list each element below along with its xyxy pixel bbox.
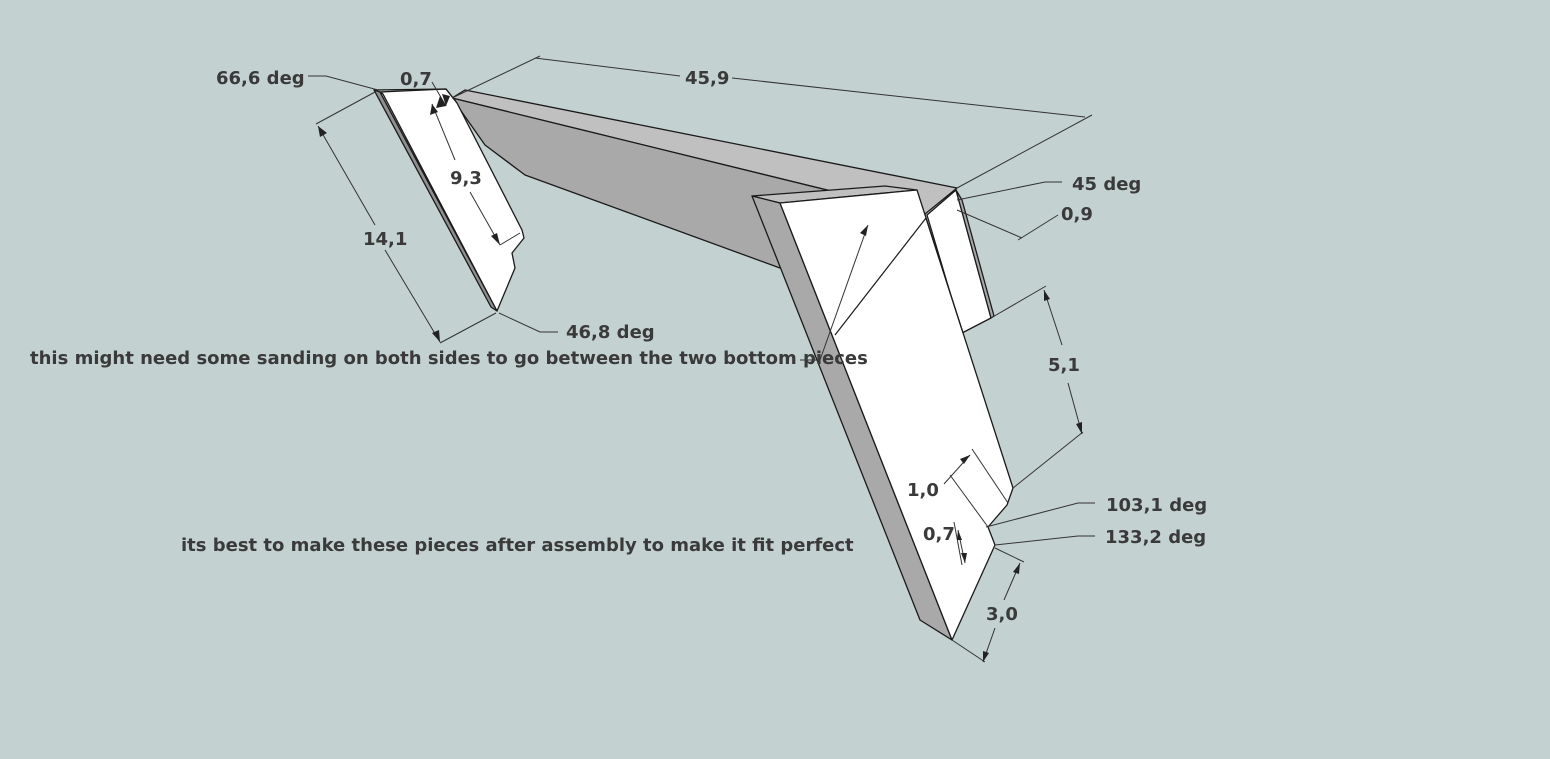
arrowheads [318,94,1082,662]
dim-9-3-ext [499,232,521,246]
arrowhead [957,530,962,540]
dim-14-1-ext-top [315,91,376,125]
dim-45-9-ext-left [451,55,541,99]
left-piece-top-edge [373,88,458,104]
label-step-0-7-lower: 0,7 [923,524,955,545]
big-piece-joint-edge [925,217,964,334]
label-step-1-0: 1,0 [907,480,939,501]
arrowhead [430,104,438,115]
arrowhead [960,455,970,464]
label-height-5-1: 5,1 [1048,355,1080,376]
dim-1-0-ext-b [949,474,989,528]
leader-sanding-note [800,224,869,361]
dim-5-1-ext-bottom [1012,431,1084,489]
arrowhead [961,553,967,563]
dimension-labels: 66,6 deg 0,7 45,9 9,3 14,1 46,8 deg 45 d… [216,68,1207,625]
dim-1-0-ext-a [971,448,1009,504]
arrowhead [983,651,989,662]
arrowhead [318,126,327,137]
arrowhead [1013,563,1020,574]
dim-3-0-ext-top [994,547,1025,563]
label-angle-45: 45 deg [1072,174,1141,195]
label-height-3-0: 3,0 [986,604,1018,625]
label-angle-46-8: 46,8 deg [566,322,655,343]
dim-14-1-line-a [317,125,376,226]
dim-45-9-line-a [534,57,681,77]
note-sanding: this might need some sanding on both sid… [30,348,868,369]
dim-5-1-ext-top [990,285,1047,319]
arrowhead [442,94,450,106]
leader-46-8 [498,312,558,333]
label-angle-66-6: 66,6 deg [216,68,305,89]
dim-0-9-line [1017,214,1059,241]
arrowhead [436,96,446,108]
arrowhead [432,330,440,342]
dim-0-7-top [431,81,447,107]
leader-133-2 [994,535,1095,546]
dim-0-9-ext [956,209,1023,239]
dim-45-9-ext-right [956,114,1093,189]
dim-14-1-ext-bottom [439,312,497,344]
dim-45-9-line-b [731,77,1086,118]
left-piece-side [373,89,498,312]
dim-14-1-line-b [384,249,441,343]
label-thickness-0-7-top: 0,7 [400,69,432,90]
arrowhead [1044,290,1050,301]
note-assembly: its best to make these pieces after asse… [181,535,854,556]
leader-103-1 [985,502,1095,528]
notes: this might need some sanding on both sid… [30,348,868,556]
label-length-45-9: 45,9 [685,68,729,89]
arrowhead [860,225,868,236]
arrowhead [491,233,500,245]
label-angle-103-1: 103,1 deg [1106,495,1207,516]
left-end-piece [373,88,525,312]
dim-9-3-line-a [431,103,456,161]
label-height-9-3: 9,3 [450,168,482,189]
arrowhead [1076,422,1082,434]
label-angle-133-2: 133,2 deg [1105,527,1206,548]
leader-66-6 [308,75,379,91]
label-height-14-1: 14,1 [363,229,407,250]
dim-3-0-ext-bottom [951,639,986,663]
big-piece-diagonal-edge [834,217,927,336]
dim-0-7-lower-ext [953,521,963,566]
leader-45-deg [956,181,1062,201]
label-thickness-0-9: 0,9 [1061,204,1093,225]
